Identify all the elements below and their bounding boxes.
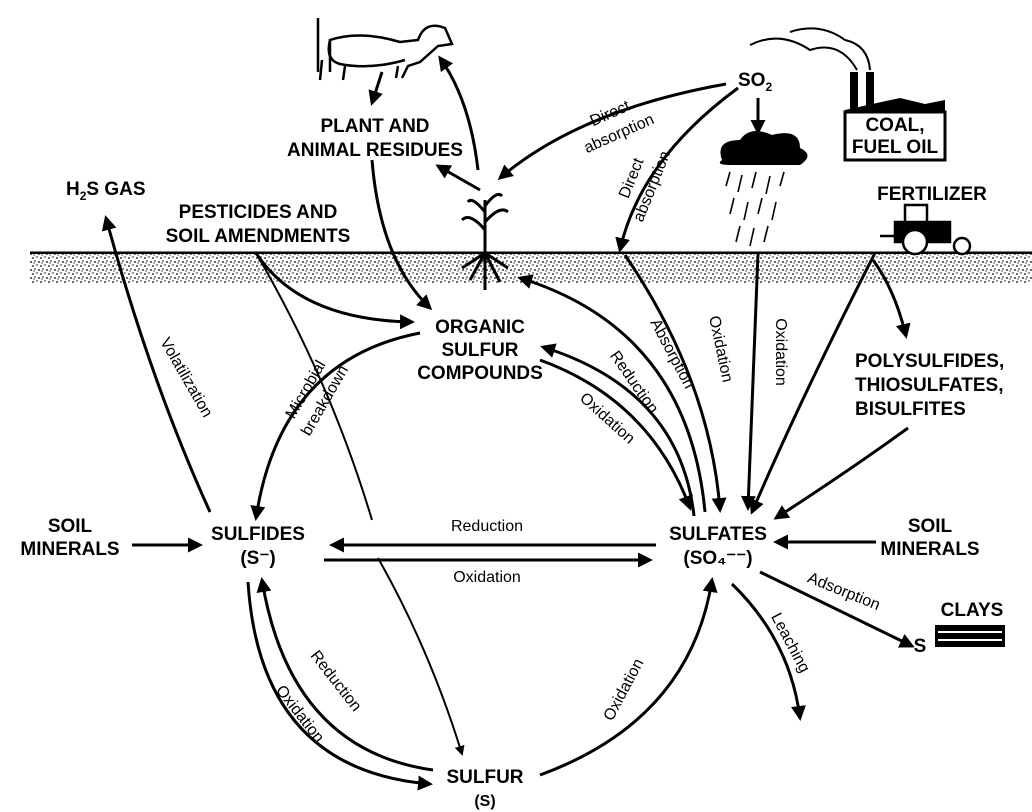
coal-fuel-oil-label: COAL,FUEL OIL <box>852 115 939 158</box>
oxidation-label-b: Oxidation <box>772 318 789 386</box>
tractor-icon <box>880 203 972 256</box>
sulfides-label: SULFIDES(S⁻) <box>211 524 305 569</box>
oxidation-middle-label: Oxidation <box>453 569 521 586</box>
clays-icon <box>935 625 1005 647</box>
so2-label: SO2 <box>738 70 772 94</box>
adsorption-label: Adsorption <box>805 570 882 614</box>
absorption-label: Absorption <box>647 316 698 392</box>
sulfates-label: SULFATES(SO₄⁻⁻) <box>669 524 767 569</box>
polysulfides-label: POLYSULFIDES,THIOSULFATES,BISULFITES <box>855 351 1004 420</box>
reduction-organic-label: Reduction <box>606 348 661 417</box>
fertilizer-label: FERTILIZER <box>877 184 987 205</box>
oxidation-organic-label: Oxidation <box>576 390 638 448</box>
h2s-gas-label: H2S GAS <box>66 179 146 203</box>
oxidation-lower-right-label: Oxidation <box>601 656 648 724</box>
clays-label: CLAYS <box>941 600 1004 621</box>
adsorbed-s-label: S <box>914 636 927 657</box>
direct-absorption-label-2: Directabsorption <box>610 140 674 224</box>
soil-surface <box>30 251 1032 284</box>
plant-icon <box>460 192 509 290</box>
reduction-lower-label: Reduction <box>307 648 365 715</box>
reduction-middle-label: Reduction <box>451 518 523 535</box>
rain-cloud-icon <box>719 131 808 247</box>
volatilization-label: Volatilization <box>156 335 215 421</box>
cow-icon <box>316 18 454 81</box>
oxidation-label-a: Oxidation <box>705 314 736 384</box>
cycle-arrows <box>101 55 915 791</box>
factory-icon <box>749 27 947 162</box>
sulfur-label: SULFUR(S) <box>446 767 523 810</box>
leaching-label: Leaching <box>767 610 813 675</box>
